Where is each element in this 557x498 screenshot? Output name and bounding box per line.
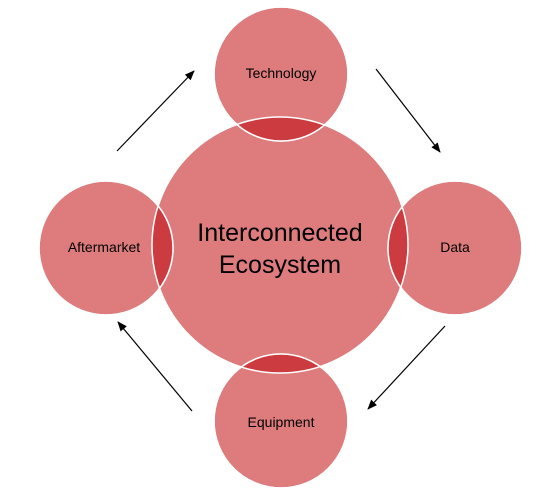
- arrow-aftermarket-to-technology: [116, 70, 195, 152]
- center-label-line1: Interconnected: [197, 219, 362, 247]
- arrow-technology-to-data: [375, 68, 441, 153]
- node-label-data: Data: [440, 239, 470, 255]
- node-label-equipment: Equipment: [248, 414, 315, 430]
- arrow-data-to-equipment: [367, 325, 446, 410]
- node-label-aftermarket: Aftermarket: [68, 239, 140, 255]
- arrow-equipment-to-aftermarket: [117, 321, 193, 412]
- center-label-line2: Ecosystem: [219, 251, 341, 279]
- node-label-technology: Technology: [246, 65, 317, 81]
